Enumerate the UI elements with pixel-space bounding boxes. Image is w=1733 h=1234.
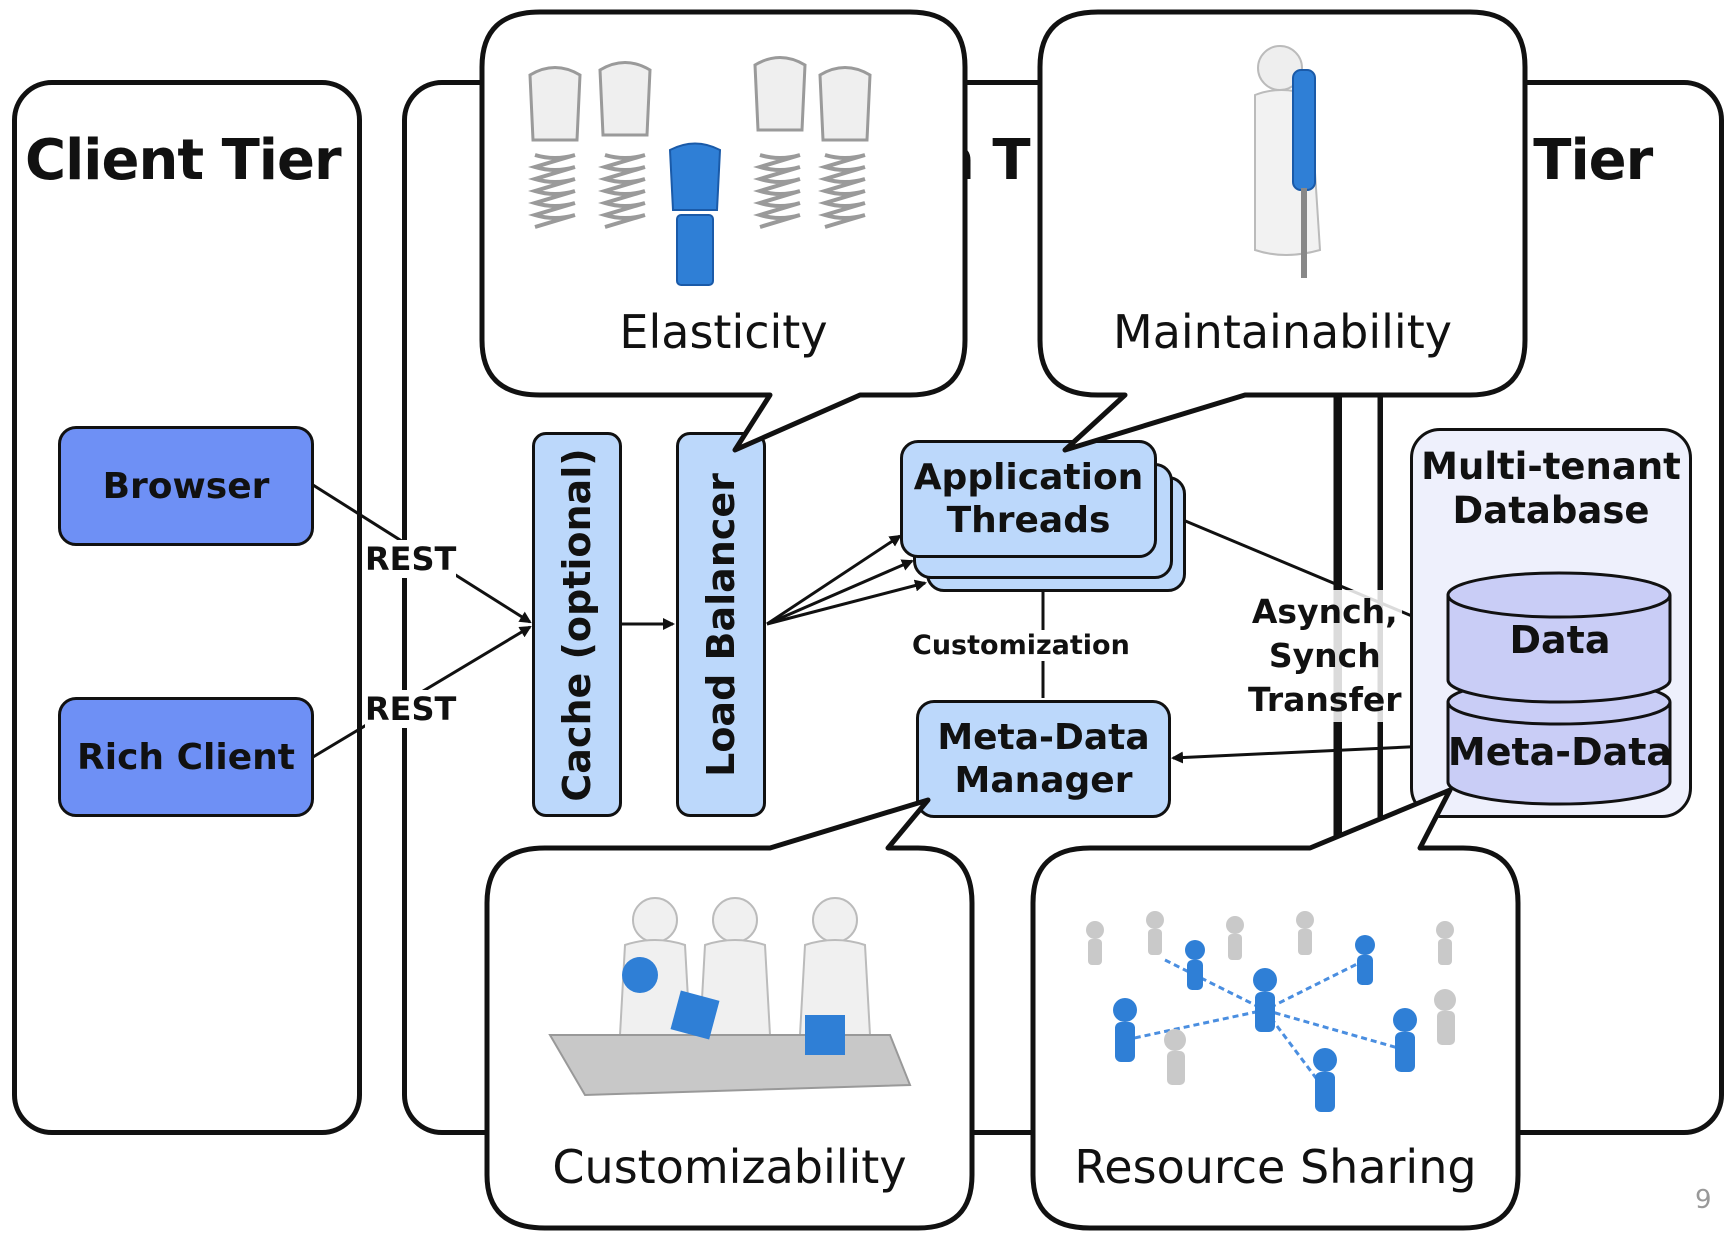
rest-label-bottom: REST (365, 690, 457, 728)
metadata-to-manager-arrow (1171, 743, 1451, 764)
client-tier-panel (12, 80, 362, 1135)
network-people-illustration (1086, 911, 1456, 1112)
meta-data-manager-line2: Manager (954, 760, 1133, 801)
db-title-line1: Multi-tenant (1421, 445, 1681, 488)
async-line3: Transfer (1248, 680, 1402, 719)
async-line1: Asynch, (1251, 592, 1398, 631)
cache-box: Cache (optional) (532, 432, 622, 817)
browser-box: Browser (58, 426, 314, 546)
client-tier-title: Client Tier (25, 128, 342, 193)
load-balancer-box: Load Balancer (676, 432, 766, 817)
multi-tenant-database-title: Multi-tenant Database (1410, 445, 1692, 534)
application-threads-line1: Application (913, 456, 1144, 498)
async-transfer-label: Asynch, Synch Transfer (1248, 590, 1402, 722)
lb-to-thread1-arrow (766, 534, 902, 626)
springs-chairs-illustration (528, 56, 872, 286)
resource-sharing-label: Resource Sharing (1074, 1140, 1477, 1194)
customization-label: Customization (912, 630, 1130, 661)
meta-data-cylinder-label: Meta-Data (1447, 730, 1673, 774)
application-threads-line2: Threads (946, 500, 1111, 541)
lb-to-thread2-arrow (766, 559, 914, 626)
async-line2: Synch (1268, 636, 1381, 675)
database-cylinders (1446, 571, 1672, 806)
data-cylinder-label: Data (1509, 618, 1611, 662)
threads-to-data-line (1182, 518, 1451, 634)
meta-data-manager-line1: Meta-Data (937, 716, 1150, 758)
screwdriver-figure-illustration (1254, 45, 1322, 278)
customizability-label: Customizability (552, 1140, 907, 1194)
rest-label-top: REST (365, 540, 457, 578)
rich-client-box: Rich Client (58, 697, 314, 817)
cache-label: Cache (optional) (555, 447, 599, 802)
page-number: 9 (1695, 1185, 1712, 1215)
db-title-line2: Database (1452, 489, 1650, 533)
application-threads-box: Application Threads (900, 440, 1157, 558)
assembly-line-illustration (548, 897, 912, 1097)
elasticity-label: Elasticity (619, 305, 828, 359)
meta-data-manager-box: Meta-Data Manager (916, 700, 1171, 818)
rich-client-label: Rich Client (77, 736, 295, 778)
browser-label: Browser (102, 465, 270, 507)
lb-to-thread3-arrow (766, 579, 927, 626)
load-balancer-label: Load Balancer (699, 472, 743, 777)
maintainability-label: Maintainability (1113, 305, 1452, 359)
